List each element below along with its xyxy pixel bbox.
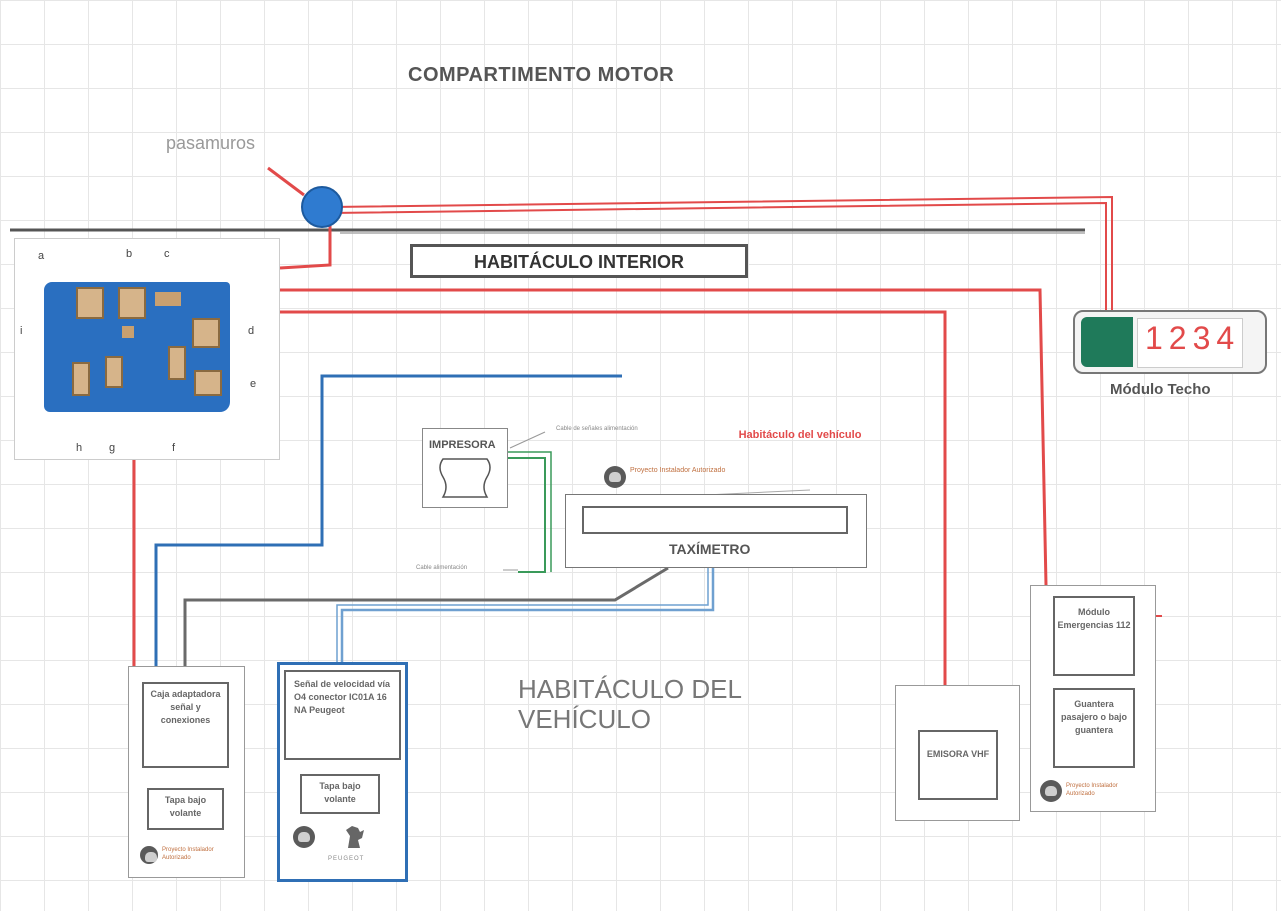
- taximetro-label: TAXÍMETRO: [669, 541, 751, 557]
- fuse-label-a: a: [38, 250, 45, 262]
- impresora-paper-icon: [439, 458, 491, 498]
- modulo-techo-green-panel: [1081, 317, 1133, 367]
- fuse-slot-d: [192, 318, 220, 348]
- guantera-box: Guantera pasajero o bajo guantera: [1053, 688, 1135, 768]
- senal-velocidad-box: Señal de velocidad vía O4 conector IC01A…: [284, 670, 401, 760]
- wire-green-impresora: [508, 457, 546, 573]
- modulo-techo-label: Módulo Techo: [1110, 381, 1211, 398]
- peugeot-brand: PEUGEOT: [328, 856, 365, 862]
- tapa-bajo-volante-caja: Tapa bajo volante: [147, 788, 224, 830]
- fuse-label-b: b: [126, 248, 133, 260]
- pasamuros-label: pasamuros: [166, 133, 256, 153]
- fuse-label-g: g: [109, 442, 116, 454]
- taximetro-box: TAXÍMETRO: [565, 494, 867, 568]
- habitaculo-vehiculo-red-label: Habitáculo del vehículo: [738, 429, 862, 441]
- peugeot-lion-icon: [346, 826, 364, 848]
- cable-senales-label: Cable de señales alimentación: [556, 426, 638, 432]
- wire-red-emergency: [280, 288, 1048, 586]
- fuse-label-d: d: [248, 325, 255, 337]
- fuse-label-f: f: [172, 442, 176, 454]
- taximetro-display: [582, 506, 848, 534]
- wire-red-roof-inner: [329, 201, 1107, 312]
- fuse-slot-b: [118, 287, 146, 319]
- habitaculo-interior-label: HABITÁCULO INTERIOR: [410, 244, 748, 278]
- emergencias-note: Proyecto Instalador Autorizado: [1066, 783, 1118, 797]
- fuse-label-e: e: [250, 378, 257, 390]
- impresora-label: IMPRESORA: [429, 439, 496, 451]
- wire-blue-speed: [340, 568, 715, 662]
- wire-red-emisora: [280, 310, 947, 730]
- wire-green-impresora-inner: [508, 451, 552, 572]
- modulo-emergencias-box: Módulo Emergencias 112: [1053, 596, 1135, 676]
- fuse-slot-e: [194, 370, 222, 396]
- fuse-slot-a: [76, 287, 104, 319]
- fuse-label-i: i: [20, 325, 23, 337]
- impresora-box: IMPRESORA: [422, 428, 508, 508]
- pasamuros-node: [301, 186, 343, 228]
- proyecto-note: Proyecto Instalador Autorizado: [630, 467, 726, 474]
- proyecto-logo-icon: [604, 466, 626, 488]
- fuse-slot-i: [122, 326, 134, 338]
- compartimento-motor-title: COMPARTIMENTO MOTOR: [408, 64, 675, 86]
- tapa-bajo-volante-senal: Tapa bajo volante: [300, 774, 380, 814]
- caja-adaptadora-box: Caja adaptadora señal y conexiones: [142, 682, 229, 768]
- fuse-slot-g: [105, 356, 123, 388]
- pasamuros-pointer: [267, 166, 305, 197]
- cable-senales-leader: [509, 431, 546, 449]
- emisora-box: EMISORA VHF: [918, 730, 998, 800]
- modulo-techo: 1234: [1073, 310, 1267, 374]
- caja-logo-icon: [140, 846, 158, 864]
- senal-logo-icon: [293, 826, 315, 848]
- fuse-slot-f: [168, 346, 186, 380]
- wire-red-roof-outer: [329, 195, 1113, 312]
- modulo-techo-digits: 1234: [1145, 320, 1241, 356]
- fuse-label-h: h: [76, 442, 83, 454]
- wire-blue-speed-inner: [336, 568, 709, 662]
- habitaculo-vehiculo-label: HABITÁCULO DEL VEHÍCULO: [518, 674, 741, 734]
- wire-blue-taximetro: [154, 374, 622, 668]
- fuse-slot-h: [72, 362, 90, 396]
- cable-alimentacion-label: Cable alimentación: [416, 565, 468, 571]
- modulo-techo-display: [1137, 318, 1243, 368]
- caja-note: Proyecto Instalador Autorizado: [162, 847, 214, 861]
- emergencias-logo-icon: [1040, 780, 1062, 802]
- fuse-slot-c: [155, 292, 181, 306]
- wire-gray-taximetro: [183, 566, 669, 668]
- fuse-label-c: c: [164, 248, 170, 260]
- wire-red-fuse-pasamuros: [279, 213, 332, 270]
